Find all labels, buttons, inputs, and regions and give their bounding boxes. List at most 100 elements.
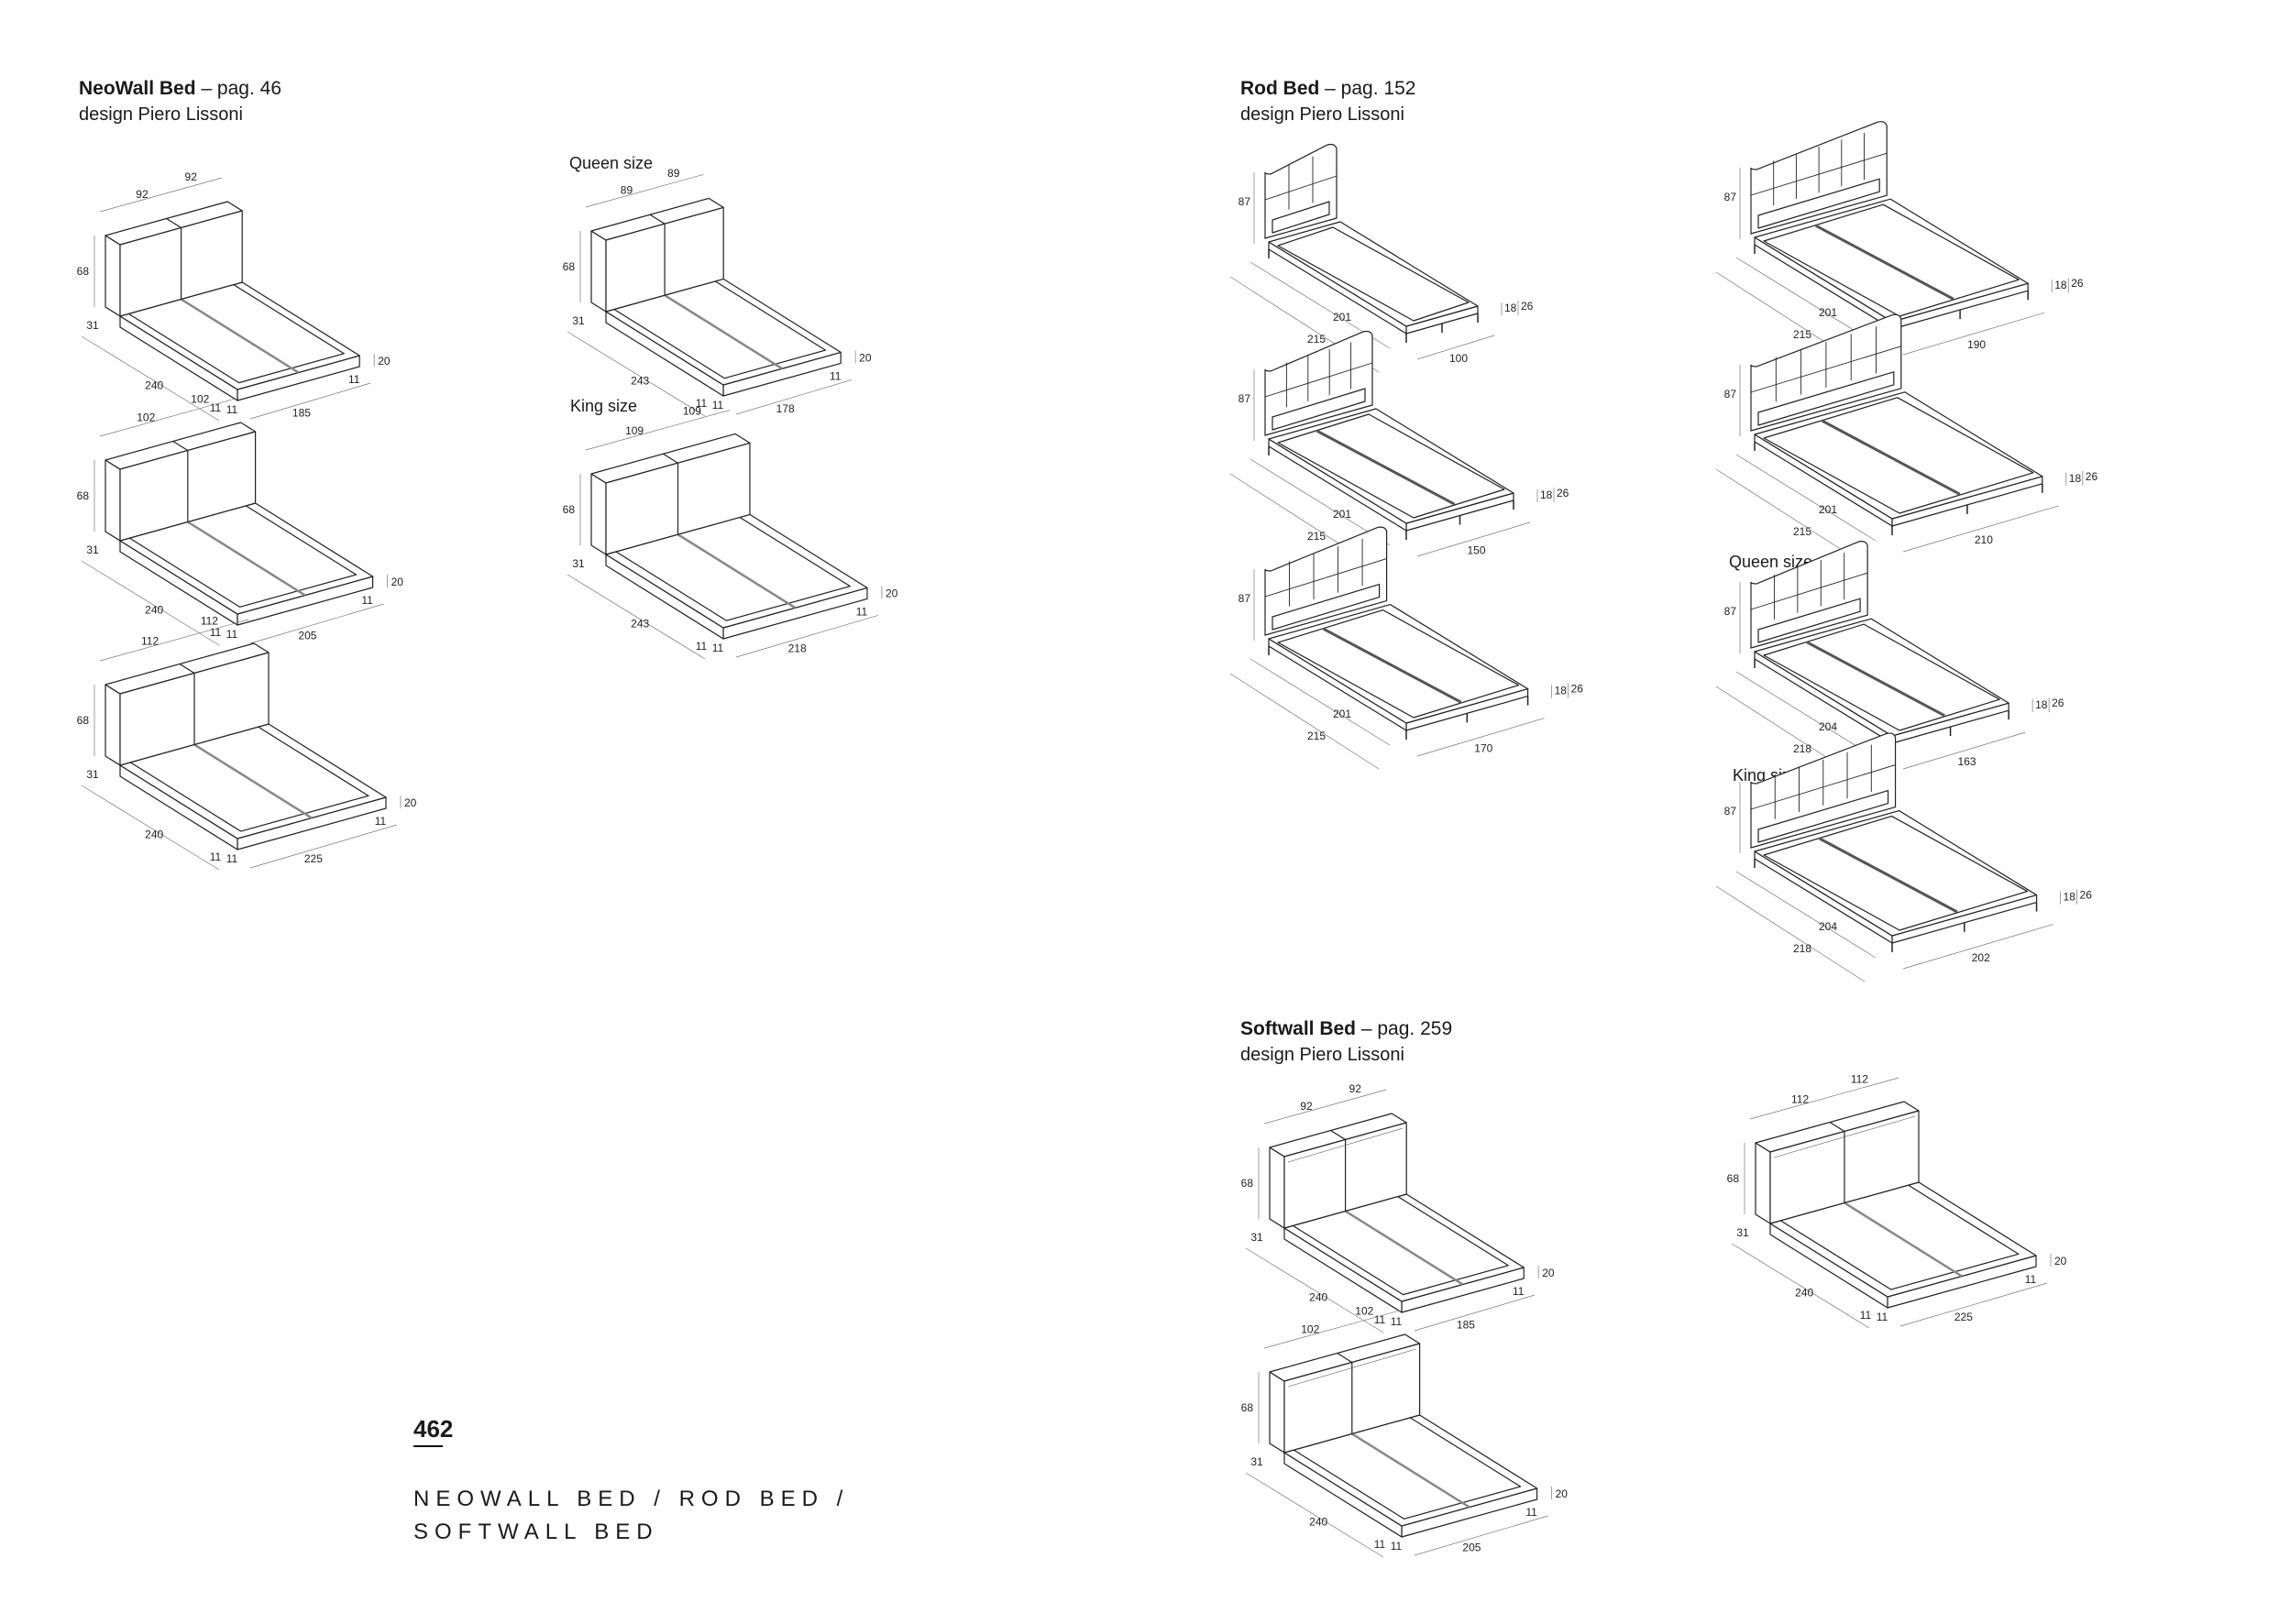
dim-frame-h1: 18 (2064, 891, 2076, 904)
center-rail (1316, 429, 1456, 506)
dim-side-front: 11 (830, 369, 842, 382)
dim-depth: 31 (86, 319, 99, 332)
headboard-panel (1757, 178, 1880, 229)
dim-side-left: 11 (1860, 1309, 1872, 1322)
dim-side-left: 11 (696, 640, 708, 653)
dim-width: 163 (1958, 755, 1976, 768)
dimension-line (1245, 1247, 1384, 1333)
dim-height: 68 (77, 489, 90, 502)
dim-width: 225 (1954, 1311, 1973, 1323)
dim-outer-length: 215 (1307, 730, 1326, 742)
dim-height: 87 (1724, 191, 1737, 203)
headboard-divider (172, 440, 189, 452)
dim-outer-length: 215 (1793, 525, 1811, 538)
center-rail (1814, 224, 1954, 301)
dimension-line (249, 382, 371, 420)
dim-width: 205 (298, 630, 316, 642)
dim-frame-h2: 26 (1521, 300, 1534, 313)
headboard-side (105, 235, 121, 317)
dimension-line (81, 785, 220, 871)
dimension-line (1414, 1515, 1548, 1556)
dim-inner-length: 201 (1333, 708, 1351, 720)
dim-cushion-left: 89 (621, 183, 633, 196)
dim-side-left: 11 (696, 397, 708, 410)
page-number: 462 (413, 1415, 454, 1443)
headboard (1264, 330, 1373, 436)
center-slat (664, 294, 783, 370)
dim-width: 185 (1457, 1318, 1475, 1331)
headboard-panel (1272, 201, 1330, 234)
dim-side-right: 11 (712, 399, 724, 411)
neowall-name: NeoWall Bed (79, 78, 196, 99)
dim-width: 150 (1467, 544, 1485, 557)
dimension-line (1902, 924, 2053, 970)
dim-frame-h2: 26 (2086, 470, 2098, 483)
headboard-divider (166, 217, 182, 229)
neowall-page-ref: – pag. 46 (201, 78, 282, 99)
dim-frame-h1: 18 (1540, 488, 1553, 501)
frame-inner (1277, 226, 1470, 322)
dimension-line (585, 174, 704, 208)
dimension-line (99, 398, 236, 437)
dim-length: 240 (145, 379, 163, 392)
dim-height: 68 (1241, 1401, 1254, 1414)
dim-cushion-left: 112 (141, 635, 159, 648)
dim-cushion-right: 102 (1355, 1304, 1373, 1317)
headboard-tuft (1750, 152, 1888, 196)
dim-inner-length: 201 (1819, 503, 1837, 516)
headboard-panel (1272, 388, 1366, 431)
center-rail (1822, 419, 1961, 496)
dimension-line (99, 177, 223, 213)
dim-depth: 31 (572, 557, 585, 570)
dim-side-right: 11 (1391, 1540, 1403, 1553)
headboard-side (105, 684, 121, 766)
dim-outer-length: 215 (1793, 328, 1811, 341)
dim-length: 243 (631, 618, 649, 631)
dimension-line (567, 574, 706, 660)
headboard-tuft (1750, 346, 1901, 393)
dim-frame-h2: 26 (1571, 683, 1584, 696)
dimension-line (1902, 505, 2059, 553)
dim-height: 87 (1239, 592, 1251, 605)
dim-cushion-right: 92 (1349, 1082, 1362, 1095)
headboard-seam (1773, 1115, 1916, 1158)
center-slat (1351, 1432, 1470, 1509)
headboard-divider (179, 663, 195, 675)
dim-cushion-right: 112 (1851, 1073, 1868, 1086)
center-slat (193, 743, 313, 819)
dim-height: 87 (1239, 195, 1251, 208)
headboard-panel (1757, 789, 1889, 843)
headboard-panel (1272, 583, 1381, 631)
headboard-side (105, 459, 121, 542)
headboard-seam (1287, 1348, 1416, 1388)
headboard-divider (1829, 1121, 1845, 1133)
dim-height: 87 (1724, 388, 1737, 401)
dim-frame-h2: 26 (1557, 487, 1569, 499)
dim-frame-height: 20 (859, 351, 872, 364)
dim-width: 218 (788, 642, 807, 654)
dim-side-right: 11 (226, 628, 238, 641)
dimension-line (1902, 731, 2026, 770)
headboard-panel (1757, 371, 1895, 426)
dimension-line (1715, 468, 1866, 565)
dim-cushion-left: 109 (625, 424, 644, 437)
dim-frame-height: 20 (1556, 1487, 1569, 1500)
dim-cushion-left: 92 (1300, 1100, 1313, 1113)
dim-depth: 31 (86, 543, 99, 556)
dimension-line (1263, 1310, 1400, 1349)
dim-outer-length: 215 (1307, 333, 1326, 346)
dim-width: 185 (292, 406, 311, 419)
dim-frame-height: 20 (404, 796, 417, 809)
dimension-line (1414, 1294, 1536, 1332)
dimension-line (1731, 1243, 1870, 1329)
dimension-line (1416, 718, 1545, 757)
dim-width: 210 (1975, 533, 1993, 546)
dim-frame-h1: 18 (2069, 472, 2082, 485)
headboard-divider (1330, 1129, 1346, 1141)
